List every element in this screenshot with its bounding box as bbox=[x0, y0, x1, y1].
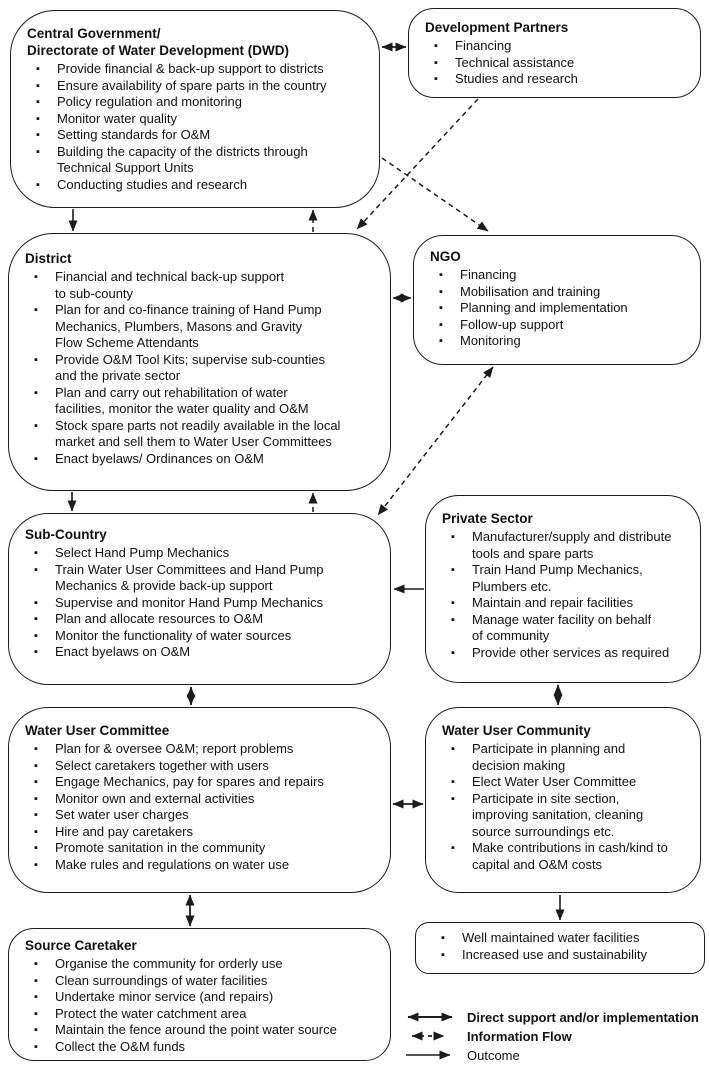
list-item: Protect the water catchment area bbox=[25, 1006, 376, 1023]
central-government-list: Provide financial & back-up support to d… bbox=[27, 61, 365, 193]
list-item: Monitor the functionality of water sourc… bbox=[25, 628, 376, 645]
list-item: Set water user charges bbox=[25, 807, 376, 824]
list-item: Financing bbox=[430, 267, 686, 284]
list-item: Organise the community for orderly use bbox=[25, 956, 376, 973]
list-item: Hire and pay caretakers bbox=[25, 824, 376, 841]
list-item: Mobilisation and training bbox=[430, 284, 686, 301]
single-arrow-icon bbox=[406, 1050, 451, 1060]
list-item: Increased use and sustainability bbox=[432, 947, 690, 964]
list-item: Ensure availability of spare parts in th… bbox=[27, 78, 365, 95]
list-item: Make contributions in cash/kind to capit… bbox=[442, 840, 686, 873]
box-private-sector: Private Sector Manufacturer/supply and d… bbox=[425, 495, 701, 683]
list-item: Monitor water quality bbox=[27, 111, 365, 128]
box-title-development-partners: Development Partners bbox=[425, 20, 569, 35]
list-item: Collect the O&M funds bbox=[25, 1039, 376, 1056]
list-item: Building the capacity of the districts t… bbox=[27, 144, 365, 177]
list-item: Promote sanitation in the community bbox=[25, 840, 376, 857]
list-item: Enact byelaws/ Ordinances on O&M bbox=[25, 451, 376, 468]
list-item: Select Hand Pump Mechanics bbox=[25, 545, 376, 562]
list-item: Conducting studies and research bbox=[27, 177, 365, 194]
box-title-district: District bbox=[25, 251, 72, 266]
list-item: Engage Mechanics, pay for spares and rep… bbox=[25, 774, 376, 791]
box-central-government: Central Government/ Directorate of Water… bbox=[10, 10, 380, 208]
box-title-sub-country: Sub-Country bbox=[25, 527, 107, 542]
private-sector-list: Manufacturer/supply and distribute tools… bbox=[442, 529, 686, 661]
list-item: Plan for and co-finance training of Hand… bbox=[25, 302, 376, 352]
source-caretaker-list: Organise the community for orderly use C… bbox=[25, 956, 376, 1055]
box-district: District Financial and technical back-up… bbox=[8, 233, 391, 491]
list-item: Studies and research bbox=[425, 71, 686, 88]
box-development-partners: Development Partners Financing Technical… bbox=[408, 8, 701, 98]
box-source-caretaker: Source Caretaker Organise the community … bbox=[8, 928, 391, 1061]
list-item: Manage water facility on behalf of commu… bbox=[442, 612, 686, 645]
box-outcome: Well maintained water facilities Increas… bbox=[415, 922, 705, 974]
legend-row-outcome: Outcome bbox=[404, 1046, 709, 1064]
legend-row-information-flow: Information Flow bbox=[404, 1027, 709, 1045]
box-ngo: NGO Financing Mobilisation and training … bbox=[413, 235, 701, 365]
water-user-committee-list: Plan for & oversee O&M; report problems … bbox=[25, 741, 376, 873]
list-item: Setting standards for O&M bbox=[27, 127, 365, 144]
list-item: Participate in planning and decision mak… bbox=[442, 741, 686, 774]
list-item: Plan and allocate resources to O&M bbox=[25, 611, 376, 628]
list-item: Well maintained water facilities bbox=[432, 930, 690, 947]
list-item: Manufacturer/supply and distribute tools… bbox=[442, 529, 686, 562]
list-item: Plan and carry out rehabilitation of wat… bbox=[25, 385, 376, 418]
list-item: Technical assistance bbox=[425, 55, 686, 72]
box-title-water-user-committee: Water User Committee bbox=[25, 723, 170, 738]
legend-label-direct-support: Direct support and/or implementation bbox=[467, 1009, 699, 1025]
list-item: Plan for & oversee O&M; report problems bbox=[25, 741, 376, 758]
box-title-central-government: Central Government/ Directorate of Water… bbox=[27, 26, 290, 58]
list-item: Financing bbox=[425, 38, 686, 55]
list-item: Maintain the fence around the point wate… bbox=[25, 1022, 376, 1039]
district-list: Financial and technical back-up support … bbox=[25, 269, 376, 467]
box-water-user-community: Water User Community Participate in plan… bbox=[425, 707, 701, 893]
list-item: Provide financial & back-up support to d… bbox=[27, 61, 365, 78]
list-item: Monitoring bbox=[430, 333, 686, 350]
list-item: Clean surroundings of water facilities bbox=[25, 973, 376, 990]
list-item: Maintain and repair facilities bbox=[442, 595, 686, 612]
list-item: Train Water User Committees and Hand Pum… bbox=[25, 562, 376, 595]
outcome-list: Well maintained water facilities Increas… bbox=[432, 930, 690, 963]
arrow-cg-ngo-dashed bbox=[381, 157, 489, 232]
list-item: Stock spare parts not readily available … bbox=[25, 418, 376, 451]
box-title-private-sector: Private Sector bbox=[442, 511, 533, 526]
list-item: Select caretakers together with users bbox=[25, 758, 376, 775]
list-item: Monitor own and external activities bbox=[25, 791, 376, 808]
box-title-ngo: NGO bbox=[430, 249, 461, 264]
list-item: Planning and implementation bbox=[430, 300, 686, 317]
list-item: Train Hand Pump Mechanics, Plumbers etc. bbox=[442, 562, 686, 595]
double-arrow-solid-icon bbox=[407, 1012, 453, 1022]
list-item: Provide O&M Tool Kits; supervise sub-cou… bbox=[25, 352, 376, 385]
box-water-user-committee: Water User Committee Plan for & oversee … bbox=[8, 707, 391, 893]
box-title-source-caretaker: Source Caretaker bbox=[25, 938, 137, 953]
legend-row-direct-support: Direct support and/or implementation bbox=[404, 1008, 709, 1026]
list-item: Provide other services as required bbox=[442, 645, 686, 662]
legend: Direct support and/or implementation Inf… bbox=[404, 1008, 709, 1065]
development-partners-list: Financing Technical assistance Studies a… bbox=[425, 38, 686, 88]
legend-label-information-flow: Information Flow bbox=[467, 1028, 572, 1044]
list-item: Participate in site section, improving s… bbox=[442, 791, 686, 841]
list-item: Undertake minor service (and repairs) bbox=[25, 989, 376, 1006]
double-arrow-dashed-icon bbox=[411, 1031, 445, 1041]
ngo-list: Financing Mobilisation and training Plan… bbox=[430, 267, 686, 350]
arrow-ngo-sub-country-dashed bbox=[377, 366, 494, 516]
list-item: Make rules and regulations on water use bbox=[25, 857, 376, 874]
box-title-water-user-community: Water User Community bbox=[442, 723, 591, 738]
list-item: Elect Water User Committee bbox=[442, 774, 686, 791]
sub-country-list: Select Hand Pump Mechanics Train Water U… bbox=[25, 545, 376, 661]
box-sub-country: Sub-Country Select Hand Pump Mechanics T… bbox=[8, 513, 391, 685]
water-user-community-list: Participate in planning and decision mak… bbox=[442, 741, 686, 873]
list-item: Enact byelaws on O&M bbox=[25, 644, 376, 661]
legend-label-outcome: Outcome bbox=[467, 1047, 520, 1063]
list-item: Financial and technical back-up support … bbox=[25, 269, 376, 302]
list-item: Policy regulation and monitoring bbox=[27, 94, 365, 111]
list-item: Follow-up support bbox=[430, 317, 686, 334]
list-item: Supervise and monitor Hand Pump Mechanic… bbox=[25, 595, 376, 612]
